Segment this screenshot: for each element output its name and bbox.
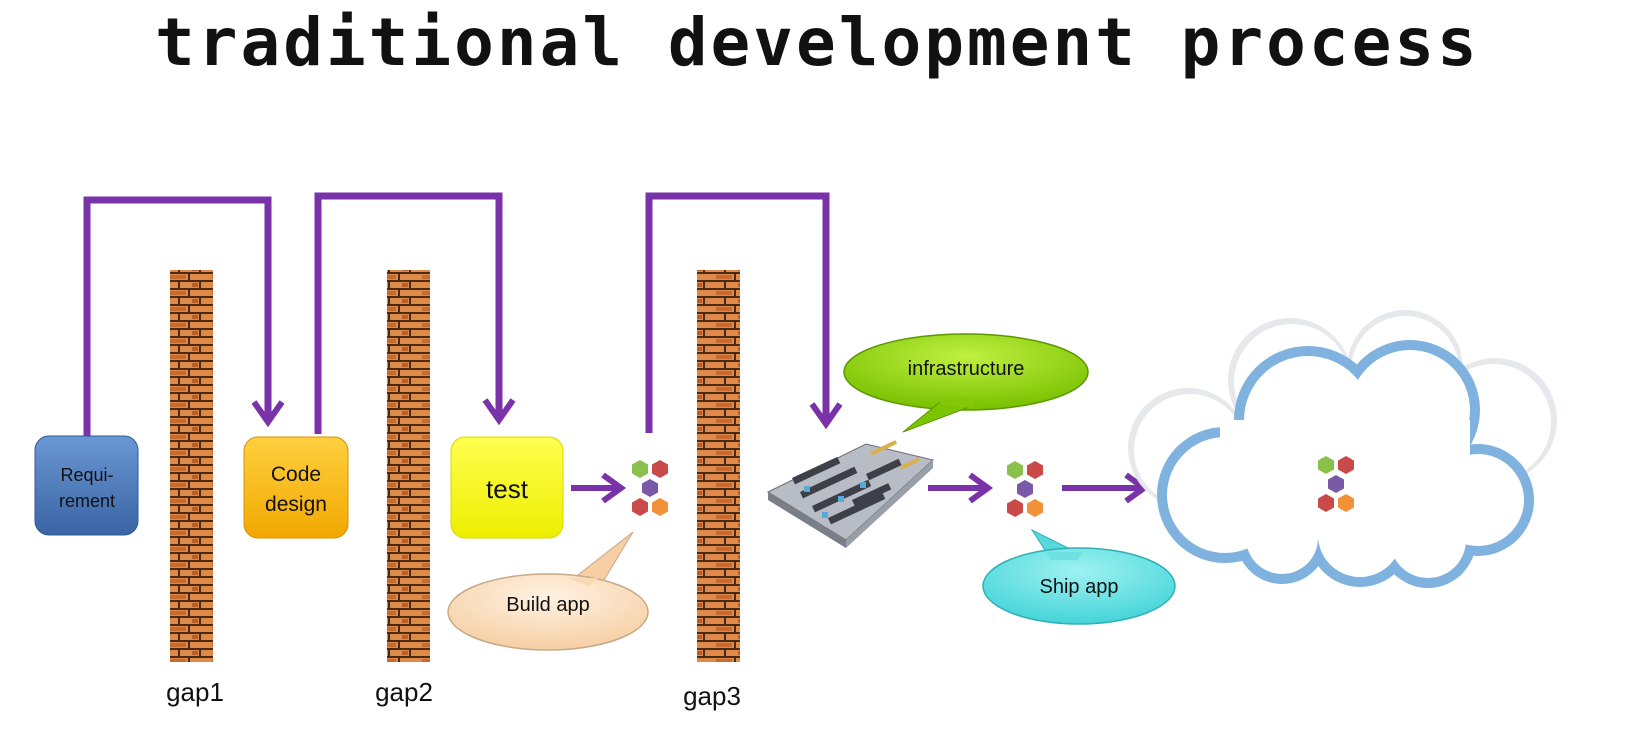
build-app-callout: Build app — [447, 531, 649, 651]
requirement-label-line1: Requi- — [60, 465, 113, 485]
requirement-label-line2: rement — [59, 491, 115, 511]
flow-arrow — [571, 472, 627, 504]
brick-wall-icon — [170, 270, 213, 662]
ship-app-callout: Ship app — [982, 528, 1176, 625]
feedback-loop-2 — [314, 192, 516, 434]
cloud-icon — [1128, 310, 1557, 588]
build-app-label: Build app — [506, 594, 589, 616]
test-label: test — [486, 474, 529, 504]
code-design-label-line1: Code — [271, 463, 321, 486]
flow-arrow — [1062, 472, 1150, 504]
gap-label-2: gap2 — [375, 677, 433, 707]
code-design-box: Code design — [243, 436, 349, 539]
feedback-loop-1 — [83, 196, 285, 438]
infrastructure-callout: infrastructure — [843, 333, 1089, 433]
app-hexagon-icon — [1007, 461, 1043, 517]
page-title: traditional development process — [155, 4, 1480, 81]
app-hexagon-icon — [632, 460, 668, 516]
ship-app-label: Ship app — [1040, 576, 1119, 598]
datacenter-icon — [766, 440, 935, 548]
feedback-loop-3 — [645, 192, 843, 433]
gap-label-3: gap3 — [683, 681, 741, 711]
brick-wall-icon — [387, 270, 430, 662]
code-design-label-line2: design — [265, 493, 327, 516]
gap-label-1: gap1 — [166, 677, 224, 707]
infrastructure-label: infrastructure — [908, 358, 1025, 380]
flow-arrow — [928, 472, 994, 504]
brick-wall-icon — [697, 270, 740, 662]
requirement-box: Requi- rement — [34, 435, 139, 536]
test-box: test — [450, 436, 564, 539]
